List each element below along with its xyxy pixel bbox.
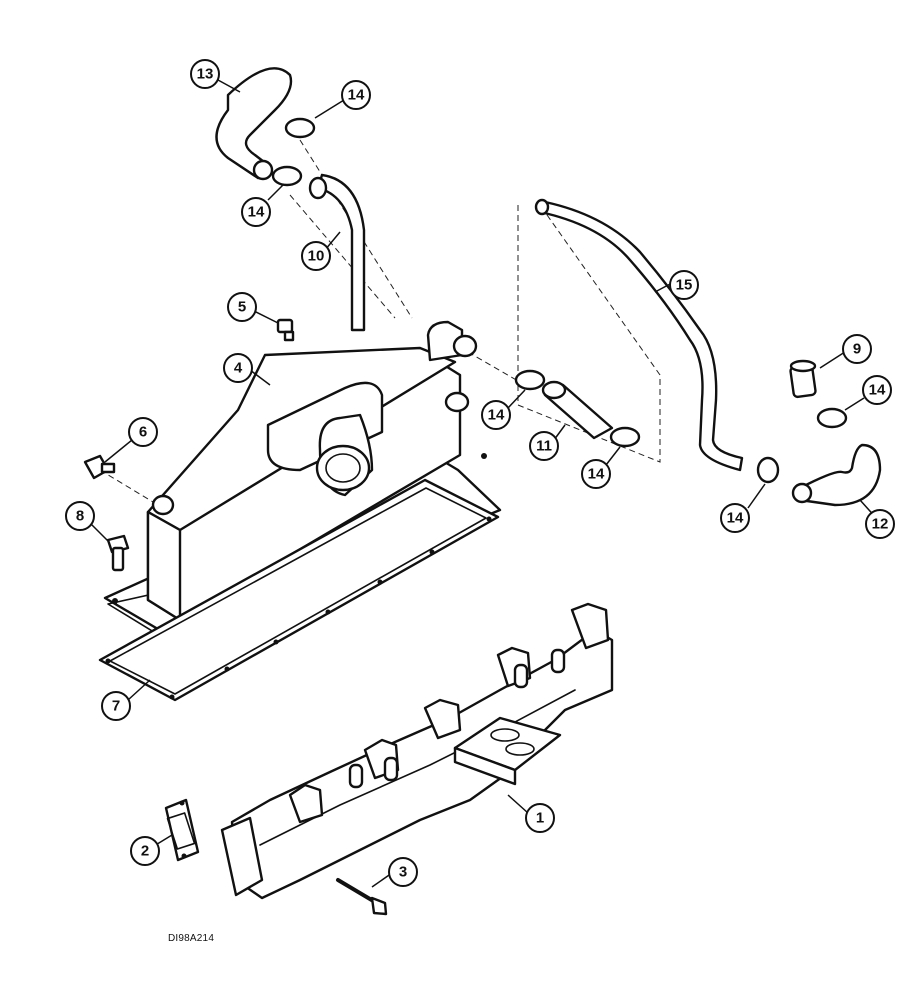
housing-bolt <box>106 534 130 572</box>
callout-14-a: 14 <box>341 80 371 110</box>
callout-3: 3 <box>388 857 418 887</box>
svg-text:15: 15 <box>676 277 693 294</box>
callout-14-f: 14 <box>720 503 750 533</box>
svg-text:14: 14 <box>248 204 265 221</box>
svg-text:14: 14 <box>869 382 886 399</box>
fitting <box>83 454 116 480</box>
callout-2: 2 <box>130 836 160 866</box>
svg-text:14: 14 <box>348 87 365 104</box>
callout-8: 8 <box>65 501 95 531</box>
svg-text:8: 8 <box>76 508 84 525</box>
callout-1: 1 <box>525 803 555 833</box>
figure-code: DI98A214 <box>168 933 215 944</box>
callout-11: 11 <box>529 431 559 461</box>
svg-text:9: 9 <box>853 341 861 358</box>
callout-10: 10 <box>301 241 331 271</box>
hose-11 <box>541 380 614 440</box>
hose-12 <box>791 443 882 507</box>
svg-text:5: 5 <box>238 299 246 316</box>
leader-lines <box>89 79 879 888</box>
svg-text:14: 14 <box>588 466 605 483</box>
svg-text:3: 3 <box>399 864 407 881</box>
callout-15: 15 <box>669 270 699 300</box>
callout-13: 13 <box>190 59 220 89</box>
svg-text:1: 1 <box>536 810 544 827</box>
tube <box>534 198 744 472</box>
callout-9: 9 <box>842 334 872 364</box>
svg-text:14: 14 <box>727 510 744 527</box>
svg-text:13: 13 <box>197 66 214 83</box>
callout-6: 6 <box>128 417 158 447</box>
svg-text:6: 6 <box>139 424 147 441</box>
svg-text:14: 14 <box>488 407 505 424</box>
callout-5: 5 <box>227 292 257 322</box>
svg-text:7: 7 <box>112 698 120 715</box>
hose-clamp <box>271 117 848 484</box>
callout-7: 7 <box>101 691 131 721</box>
manifold-gasket <box>164 798 200 862</box>
callout-14-b: 14 <box>241 197 271 227</box>
nipple <box>789 359 817 399</box>
hose-10 <box>308 173 366 332</box>
svg-text:10: 10 <box>308 248 325 265</box>
callout-4: 4 <box>223 353 253 383</box>
callout-14-e: 14 <box>862 375 892 405</box>
callout-12: 12 <box>865 509 895 539</box>
callout-14-c: 14 <box>481 400 511 430</box>
housing-gasket <box>98 478 500 702</box>
svg-text:2: 2 <box>141 843 149 860</box>
manifold-bolt <box>336 878 388 916</box>
plug <box>276 318 295 342</box>
exhaust-manifold <box>220 602 614 900</box>
hose-13 <box>215 67 293 181</box>
callout-14-d: 14 <box>581 459 611 489</box>
svg-text:4: 4 <box>234 360 243 377</box>
svg-text:12: 12 <box>872 516 889 533</box>
svg-text:11: 11 <box>536 438 552 455</box>
